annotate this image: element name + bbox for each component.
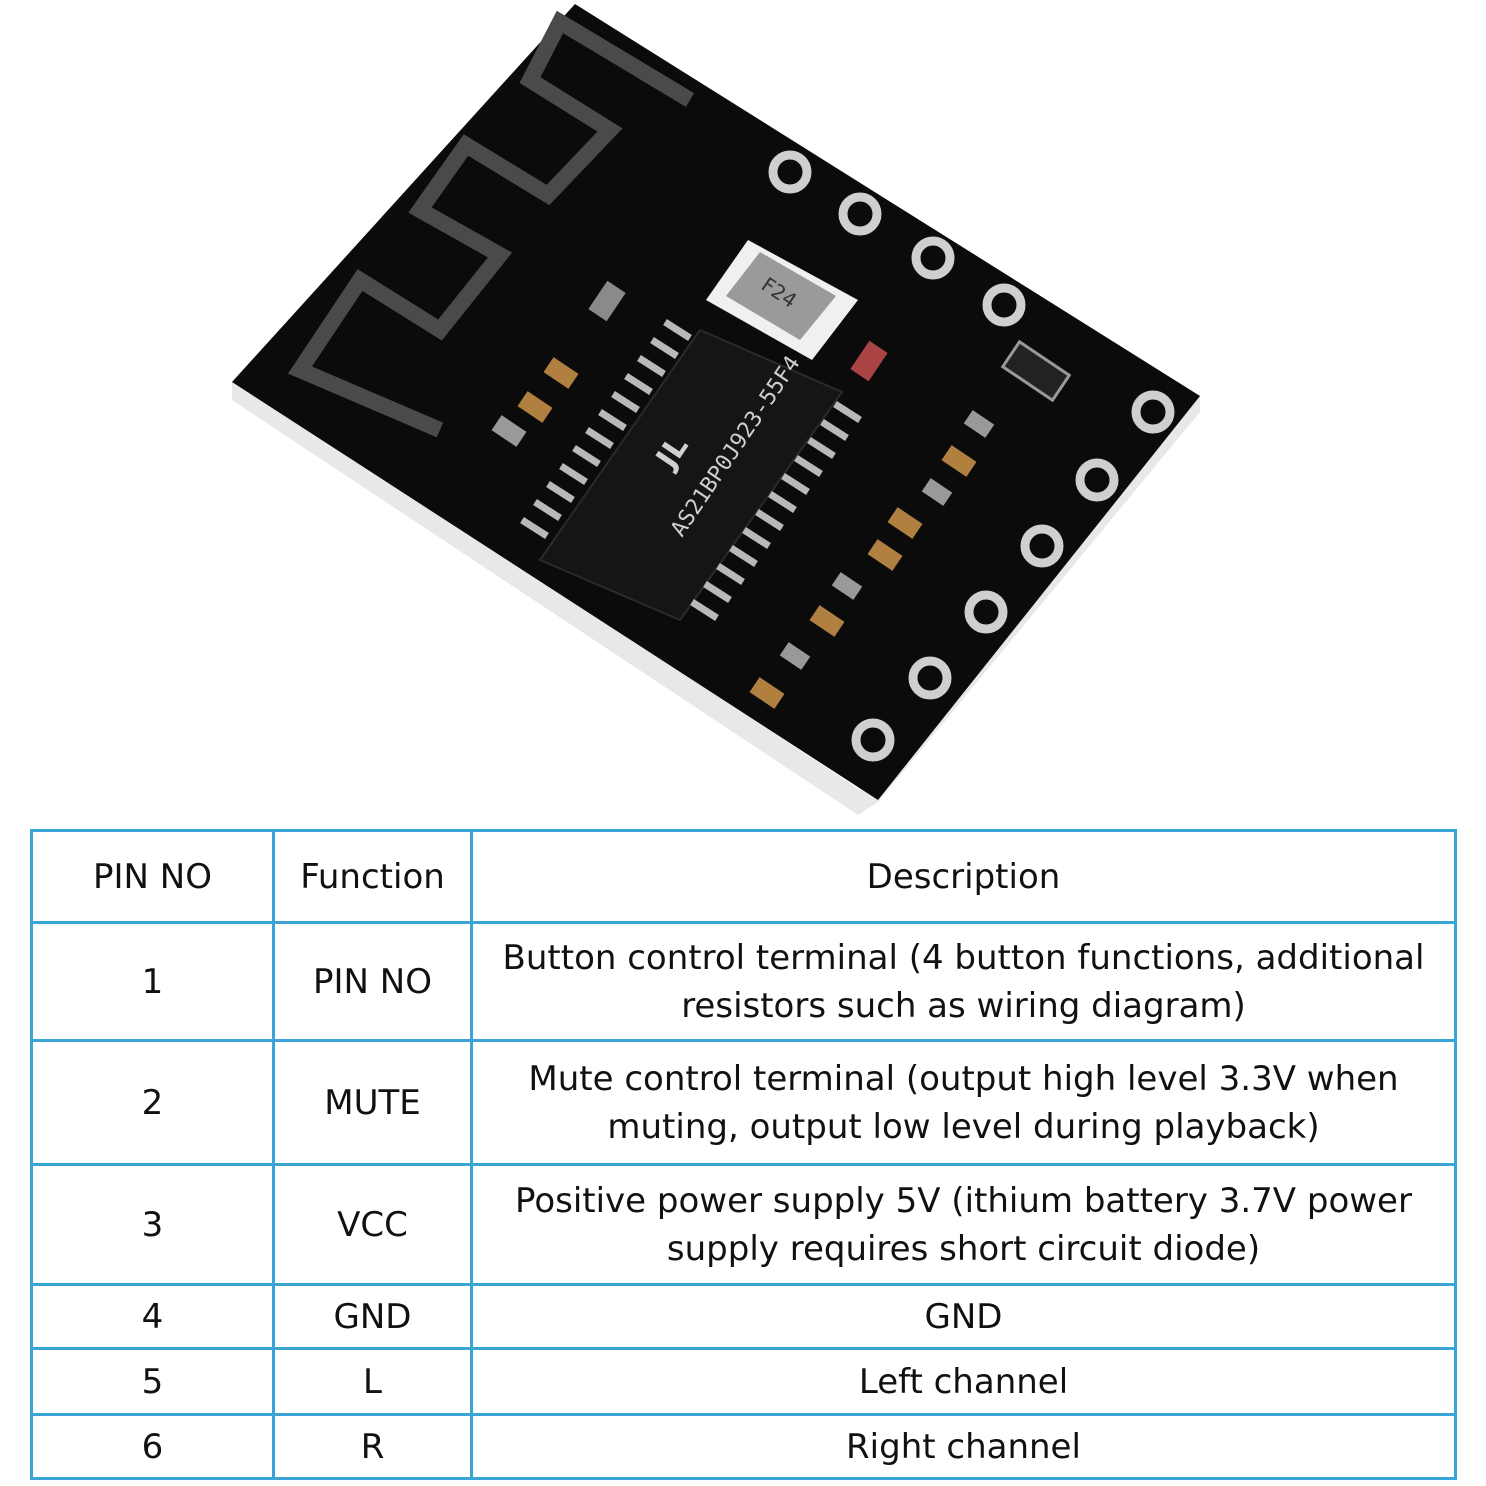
bluetooth-module-photo: JL AS21BP0J923-55F4 F24 — [232, 4, 1200, 815]
cell-description: GND — [470, 1283, 1457, 1350]
pin-description-table: PIN NO Function Description 1 PIN NO But… — [30, 829, 1457, 1480]
table-row: 6 R Right channel — [30, 1413, 1457, 1480]
cell-function: VCC — [272, 1163, 473, 1286]
cell-function: PIN NO — [272, 921, 473, 1042]
cell-description: Left channel — [470, 1347, 1457, 1416]
cell-pin: 6 — [30, 1413, 275, 1480]
cell-function: MUTE — [272, 1039, 473, 1166]
chip-pins-right — [690, 401, 862, 621]
table-row: 5 L Left channel — [30, 1347, 1457, 1416]
table-row: 4 GND GND — [30, 1283, 1457, 1350]
main-chip — [538, 328, 844, 622]
cell-description: Right channel — [470, 1413, 1457, 1480]
table-row: 3 VCC Positive power supply 5V (ithium b… — [30, 1163, 1457, 1286]
cell-function: R — [272, 1413, 473, 1480]
cell-description: Positive power supply 5V (ithium battery… — [470, 1163, 1457, 1286]
table-header-row: PIN NO Function Description — [30, 829, 1457, 924]
pcb-illustration: JL AS21BP0J923-55F4 F24 — [232, 4, 1200, 815]
cell-pin: 5 — [30, 1347, 275, 1416]
cell-pin: 2 — [30, 1039, 275, 1166]
pin-pads-side — [851, 390, 1175, 762]
cell-pin: 3 — [30, 1163, 275, 1286]
cell-description: Mute control terminal (output high level… — [470, 1039, 1457, 1166]
antenna-trace — [288, 10, 695, 438]
header-description: Description — [470, 829, 1457, 924]
cell-function: GND — [272, 1283, 473, 1350]
table-row: 1 PIN NO Button control terminal (4 butt… — [30, 921, 1457, 1042]
pin-pads-top — [768, 150, 1026, 327]
header-function: Function — [272, 829, 473, 924]
cell-description: Button control terminal (4 button functi… — [470, 921, 1457, 1042]
cell-pin: 1 — [30, 921, 275, 1042]
smd-components — [491, 280, 1072, 709]
header-pin-no: PIN NO — [30, 829, 275, 924]
cell-pin: 4 — [30, 1283, 275, 1350]
chip-pins-left — [520, 319, 692, 539]
cell-function: L — [272, 1347, 473, 1416]
table-row: 2 MUTE Mute control terminal (output hig… — [30, 1039, 1457, 1166]
